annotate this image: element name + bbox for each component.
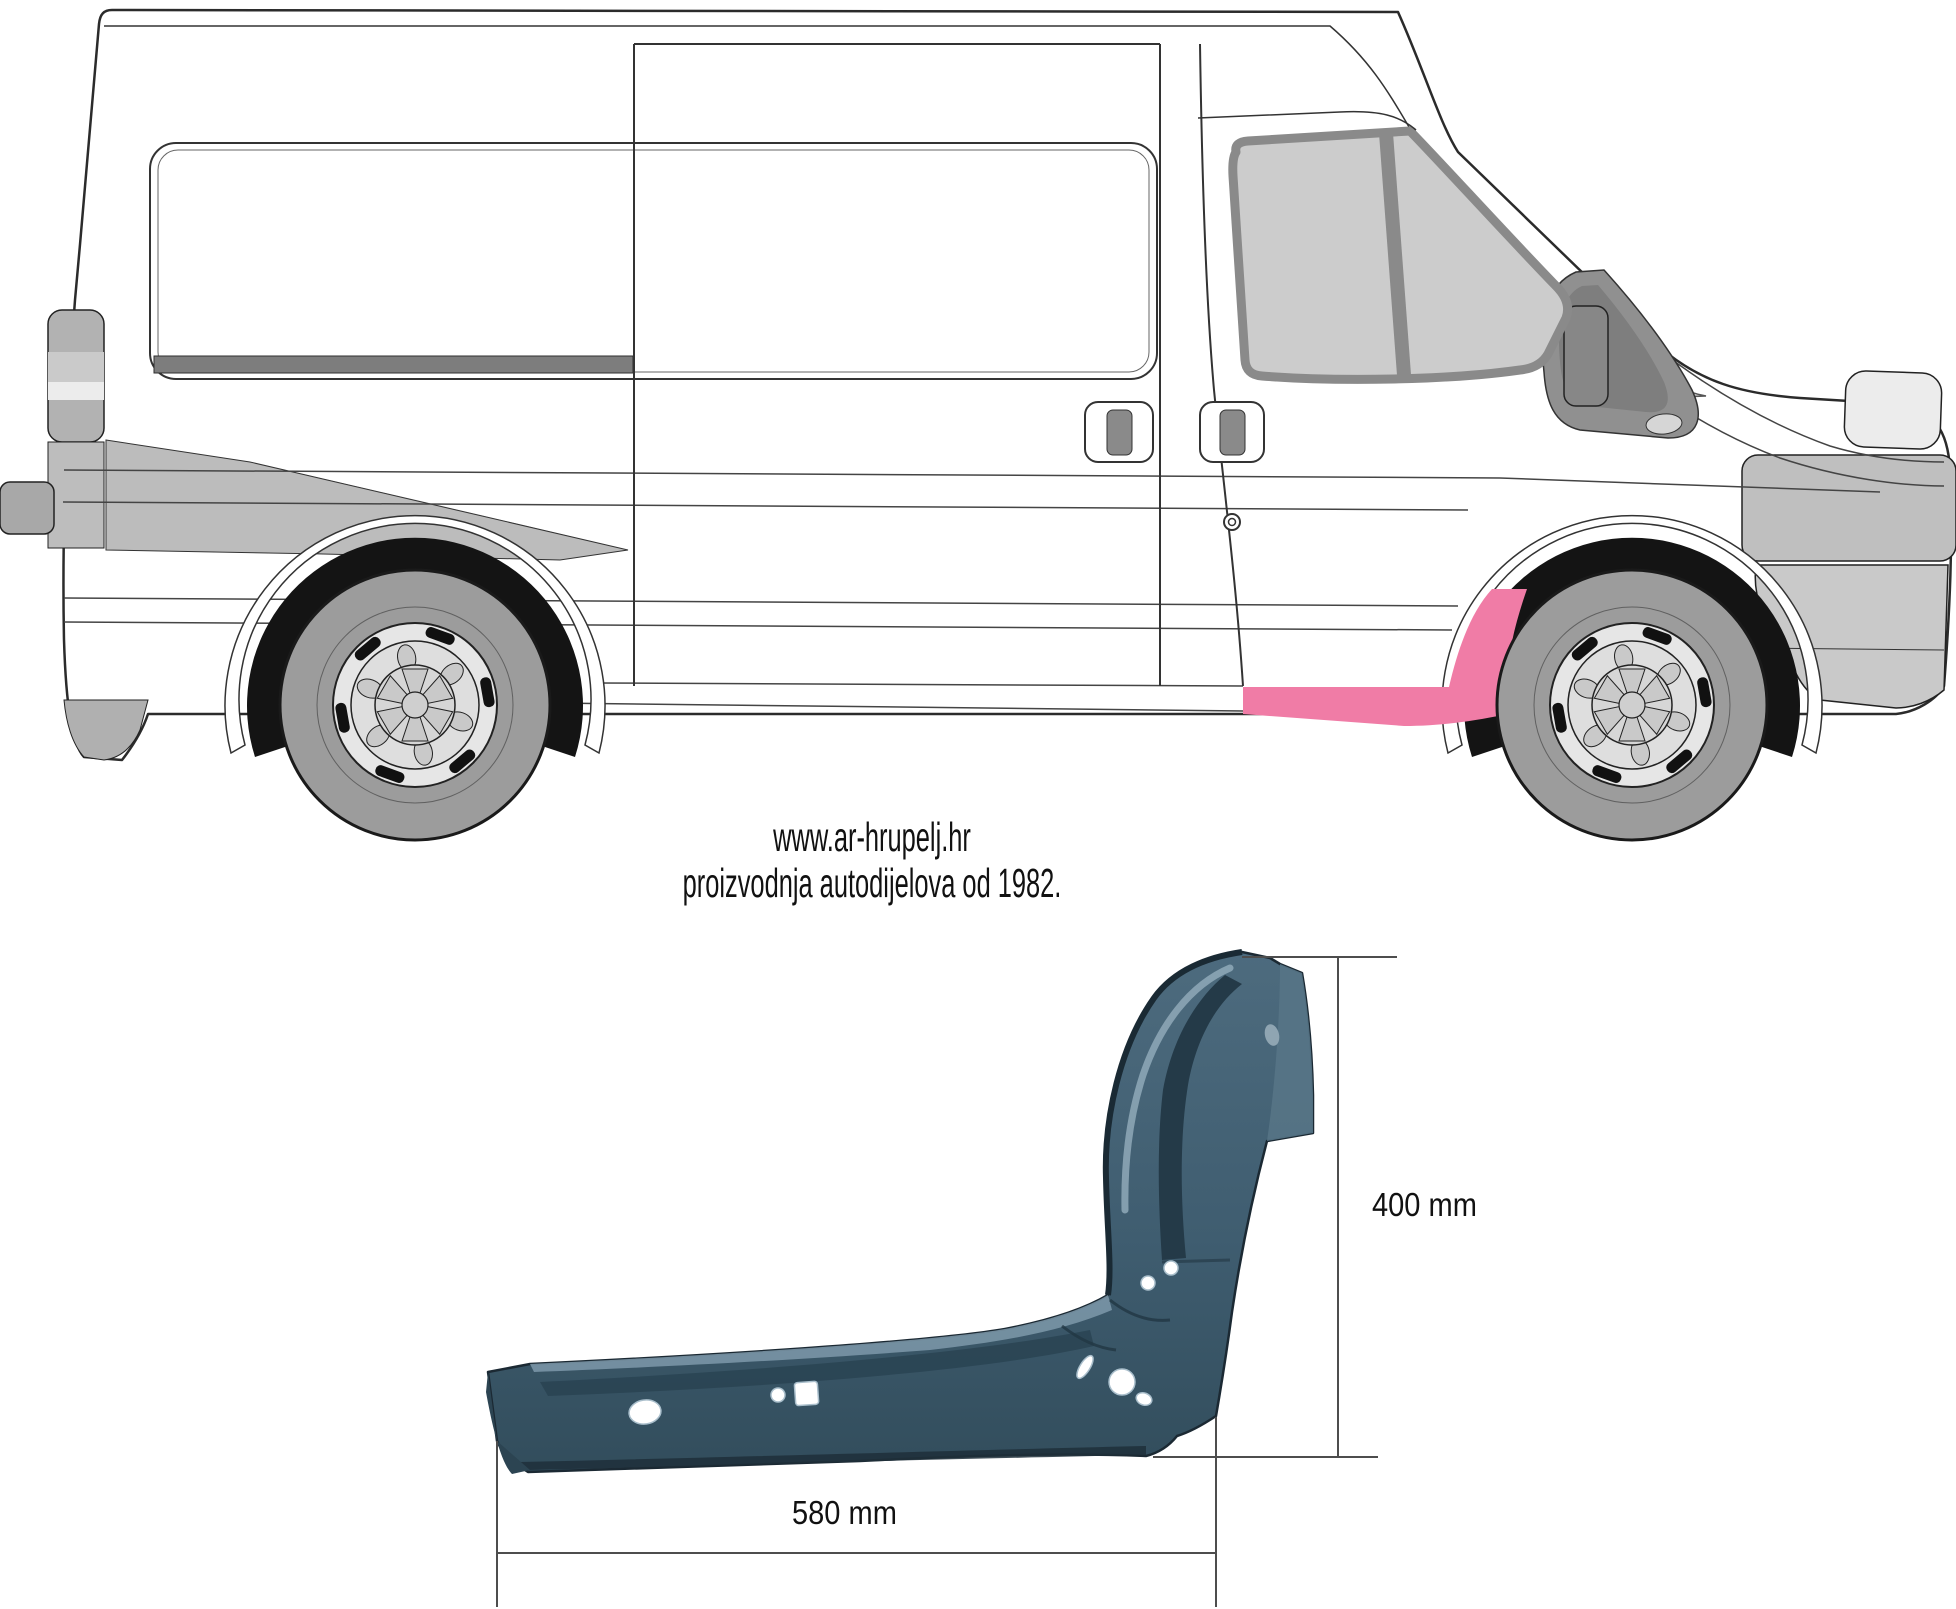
rear-skirt [105,439,629,561]
side-marker-light [1645,413,1683,435]
drip-rail [1197,110,1417,131]
panel-holes [628,1024,1280,1425]
cab-window-divider [1379,132,1411,376]
branding-text-block: www.ar-hrupelj.hr proizvodnja autodijelo… [0,814,1744,906]
highlighted-sill-region [1243,589,1527,726]
cab-door-handle [1199,401,1265,463]
tail-lamp-band-light [48,382,104,400]
dimension-height-label: 400 mm [1372,1186,1477,1223]
headlight [1843,370,1943,450]
cargo-window [149,142,1158,380]
door-seam-lines [633,43,1244,687]
dimension-lines [496,956,1397,1607]
front-skirt [1754,564,1949,709]
door-lock-keyhole [1223,513,1241,531]
cargo-window-inner-frame [157,149,1150,373]
rear-quarter-lower [47,441,105,549]
panel-shading [486,949,1313,1474]
roof-seam-line [104,25,1413,133]
van-side-view-illustration [0,8,1956,842]
tail-lamp-band [48,352,104,382]
side-mirror [1563,305,1609,407]
rear-mud-flap [63,699,149,761]
rear-bumper [0,481,55,535]
front-bumper [1741,454,1956,562]
tagline-text: proizvodnja autodijelova od 1982. [682,860,1062,906]
sliding-door-handle [1084,401,1154,463]
dimension-width-label: 580 mm [792,1494,897,1531]
front-skirt-seam [1759,647,1945,651]
website-url-text: www.ar-hrupelj.hr [773,814,971,860]
